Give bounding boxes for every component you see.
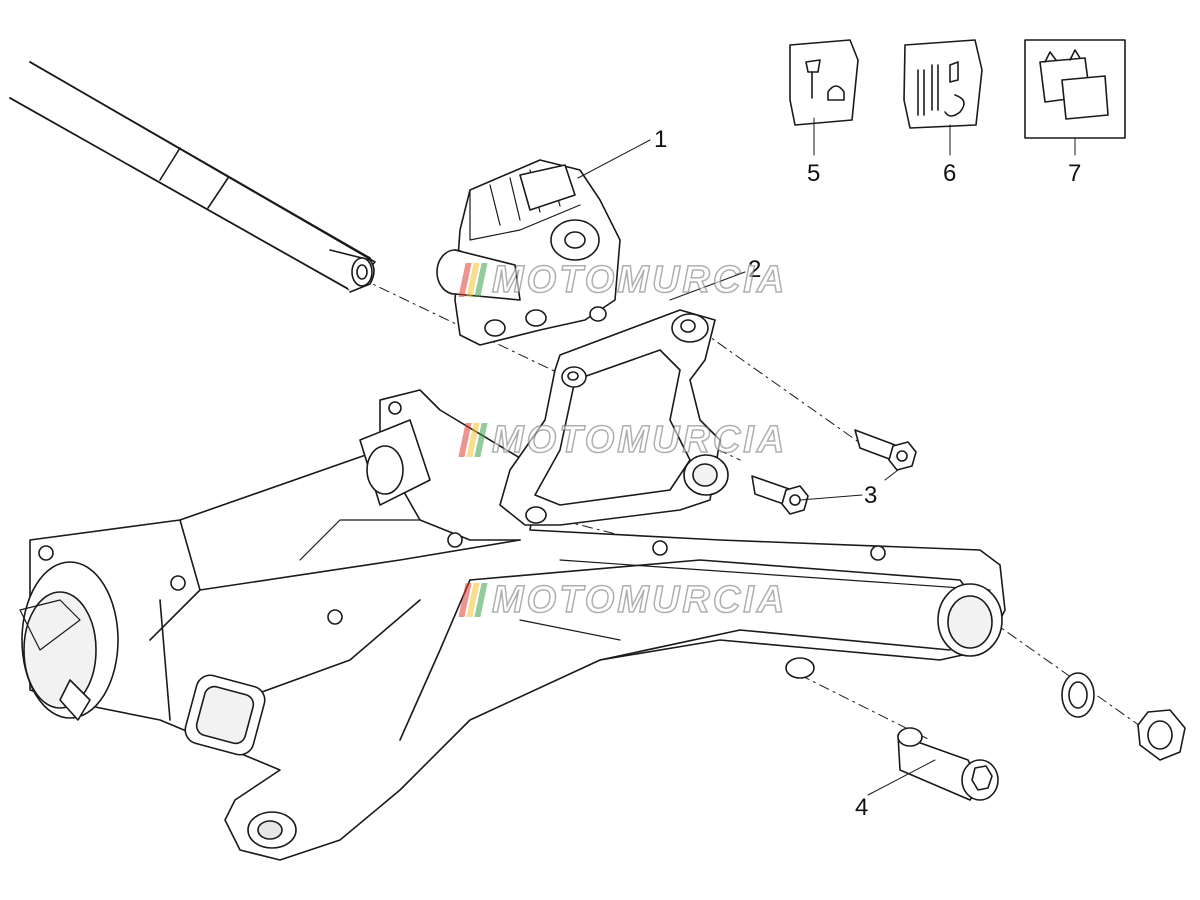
caliper-pin-kit bbox=[789, 39, 859, 126]
watermark-text: MOTOMURCIA bbox=[491, 258, 788, 302]
watermark-stripes bbox=[458, 583, 489, 617]
watermark-text: MOTOMURCIA bbox=[491, 578, 788, 622]
callout-2: 2 bbox=[748, 256, 762, 283]
callout-3: 3 bbox=[864, 482, 878, 509]
nut bbox=[1137, 709, 1186, 761]
leader-lines bbox=[577, 117, 1076, 796]
watermark-text: MOTOMURCIA bbox=[491, 418, 788, 462]
swingarm bbox=[19, 389, 1006, 861]
callout-5: 5 bbox=[807, 160, 821, 187]
callout-7: 7 bbox=[1068, 160, 1082, 187]
watermark-logo: MOTOMURCIA bbox=[458, 578, 788, 622]
callout-1: 1 bbox=[654, 126, 668, 153]
bleed-screw-kit bbox=[903, 39, 983, 129]
caliper-bracket bbox=[499, 309, 729, 526]
brake-caliper bbox=[436, 159, 621, 346]
callout-4: 4 bbox=[855, 794, 869, 821]
washer bbox=[1061, 672, 1095, 718]
bracket-bolt-upper bbox=[854, 429, 917, 471]
axle bbox=[9, 61, 376, 293]
watermark-logo: MOTOMURCIA bbox=[458, 258, 788, 302]
brake-pads bbox=[1024, 39, 1126, 139]
watermark-stripes bbox=[458, 263, 489, 297]
watermark-stripes bbox=[458, 423, 489, 457]
watermark-logo: MOTOMURCIA bbox=[458, 418, 788, 462]
bracket-bolt-lower bbox=[751, 475, 809, 515]
swingarm-pivot-bolt bbox=[897, 727, 999, 801]
callout-6: 6 bbox=[943, 160, 957, 187]
